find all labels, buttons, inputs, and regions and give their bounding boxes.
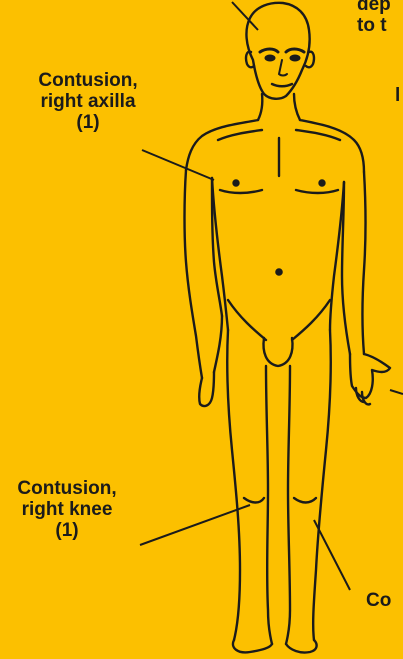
- label-head-line2: to t: [357, 15, 391, 36]
- label-head-fragment: dep to t: [357, 0, 391, 36]
- eye-right: [290, 55, 300, 61]
- label-knee-line1: Contusion,: [0, 478, 134, 499]
- eye-left: [265, 55, 275, 61]
- label-right-fragment: l: [395, 85, 400, 106]
- navel: [276, 269, 281, 274]
- label-contusion-right-knee: Contusion, right knee (1): [0, 478, 134, 541]
- label-axilla-line3: (1): [0, 112, 176, 133]
- nipple-right: [320, 181, 325, 186]
- label-contusion-right-axilla: Contusion, right axilla (1): [0, 70, 176, 133]
- label-head-line1: dep: [357, 0, 391, 15]
- label-right-line1: l: [395, 85, 400, 106]
- label-axilla-line1: Contusion,: [0, 70, 176, 91]
- label-knee-line2: right knee: [0, 499, 134, 520]
- label-leg-fragment: Co: [366, 590, 391, 611]
- label-axilla-line2: right axilla: [0, 91, 176, 112]
- nipple-left: [234, 181, 239, 186]
- label-knee-line3: (1): [0, 520, 134, 541]
- label-leg-line1: Co: [366, 590, 391, 611]
